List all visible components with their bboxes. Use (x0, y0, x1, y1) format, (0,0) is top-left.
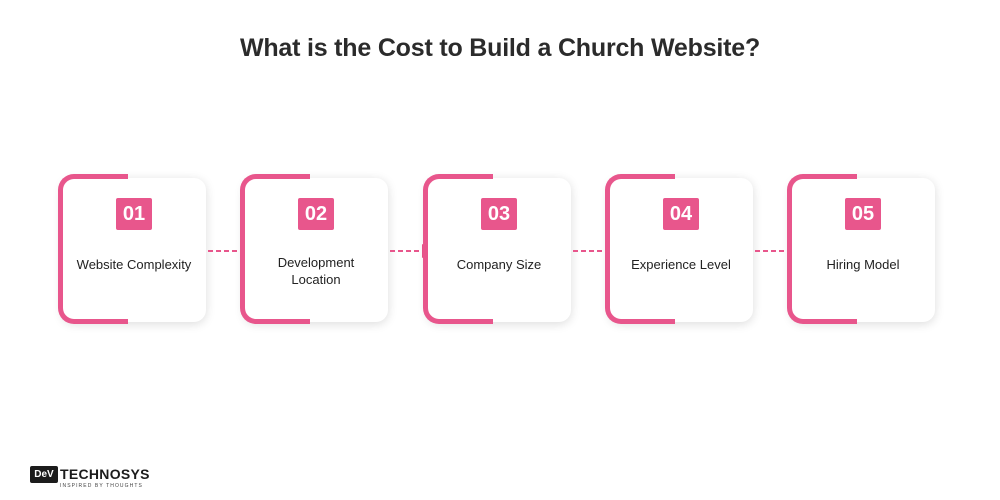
step-label: Experience Level (631, 257, 731, 272)
step-number-badge: 04 (663, 198, 699, 230)
card-bracket-accent (58, 174, 128, 324)
step-card-3: 03 Company Size (423, 174, 575, 324)
company-logo: DeV TECHNOSYS INSPIRED BY THOUGHTS (30, 466, 150, 492)
step-number-badge: 02 (298, 198, 334, 230)
step-label: Hiring Model (826, 257, 900, 272)
step-number-badge: 05 (845, 198, 881, 230)
step-card-4: 04 Experience Level (605, 174, 757, 324)
step-card-5: 05 Hiring Model (787, 174, 939, 324)
card-bracket-accent (240, 174, 310, 324)
page-title: What is the Cost to Build a Church Websi… (239, 34, 761, 62)
card-bracket-accent (605, 174, 675, 324)
card-bracket-accent (423, 174, 493, 324)
step-label: Development Location (277, 255, 355, 287)
step-label: Website Complexity (76, 257, 192, 272)
card-bracket-accent (787, 174, 857, 324)
logo-mark: DeV (30, 466, 58, 483)
step-number-badge: 03 (481, 198, 517, 230)
logo-tagline: INSPIRED BY THOUGHTS (60, 483, 143, 489)
step-card-2: 02 Development Location (240, 174, 392, 324)
step-card-1: 01 Website Complexity (58, 174, 210, 324)
logo-wordmark: TECHNOSYS (60, 466, 150, 482)
step-label: Company Size (456, 257, 542, 272)
step-number-badge: 01 (116, 198, 152, 230)
